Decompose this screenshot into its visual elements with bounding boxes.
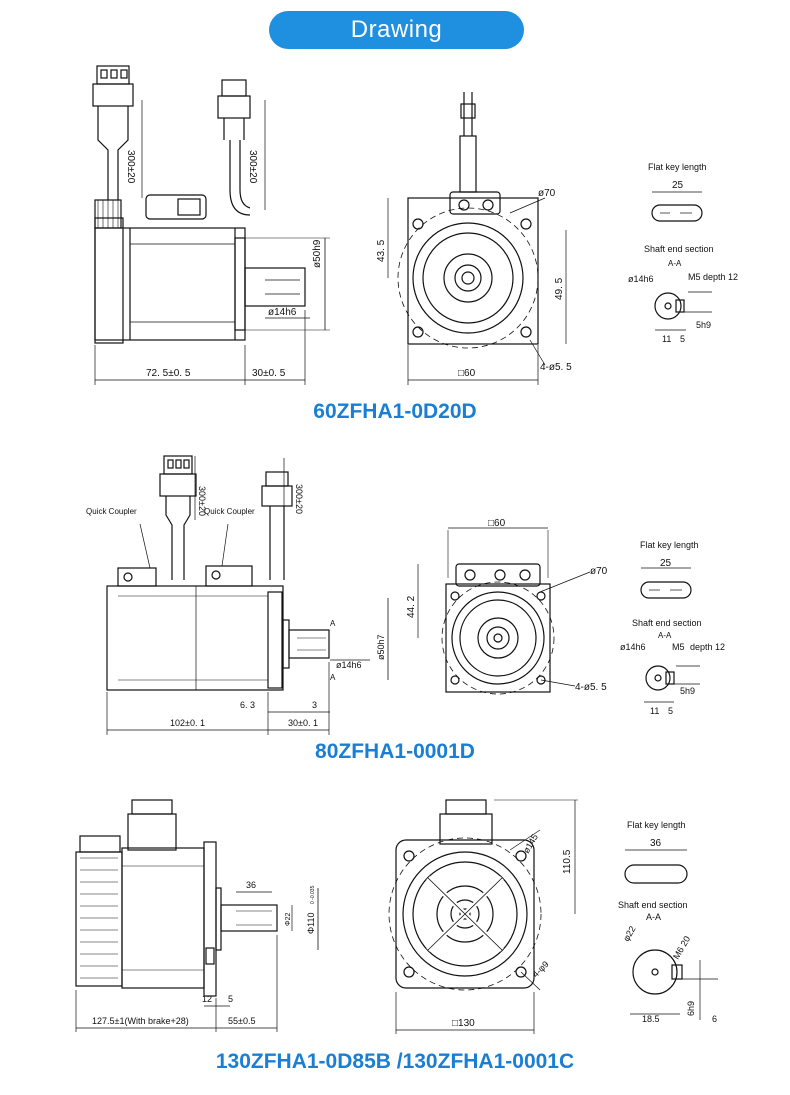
- s1-flat-key-len: 25: [672, 180, 684, 191]
- s2-shaft-length: 30±0. 1: [288, 718, 318, 728]
- s1-shaft-length: 30±0. 5: [252, 368, 286, 379]
- s1-cable-2: 300±20: [247, 150, 258, 184]
- s1-height-right: 49. 5: [554, 277, 565, 300]
- section-1-side-labels: 300±20 300±20 72. 5±0. 5 30±0. 5 ø50h9 ø…: [125, 150, 323, 379]
- s3-section: A-A: [646, 912, 661, 922]
- section-1-front-view: [387, 92, 567, 385]
- s3-key-len: 36: [246, 880, 256, 890]
- s2-shaft-dia-key: ø14h6: [620, 642, 646, 652]
- s2-key-w: 5h9: [680, 686, 695, 696]
- s2-pcd: ø70: [590, 566, 608, 577]
- s3-shaft-dia: Φ22: [285, 913, 292, 926]
- s1-shaft-title: Shaft end section: [644, 244, 714, 254]
- s3-flat-key-len: 36: [650, 838, 662, 849]
- s3-step: 5: [228, 994, 233, 1004]
- s3-square: □130: [452, 1018, 475, 1029]
- s1-height-top: 43. 5: [376, 239, 387, 262]
- s2-step: 3: [312, 700, 317, 710]
- s3-thread: M6 20: [671, 934, 692, 961]
- s2-body-length: 102±0. 1: [170, 718, 205, 728]
- s1-square: □60: [458, 368, 476, 379]
- section-1-side-view: [92, 65, 330, 385]
- s2-coupler-1: Quick Coupler: [86, 507, 137, 516]
- section-3-key-detail: [624, 849, 718, 1020]
- s1-shaft-dia-key: ø14h6: [628, 274, 654, 284]
- s2-shaft-dia: ø14h6: [336, 660, 362, 670]
- drawing-header: Drawing: [269, 11, 524, 49]
- s2-dim-a: 11: [650, 706, 659, 716]
- s3-spigot-dia: Φ110: [306, 912, 316, 934]
- s1-spigot-dia: ø50h9: [312, 239, 323, 268]
- model-label-1: 60ZFHA1-0D20D: [313, 400, 477, 423]
- section-3-key-labels: Flat key length 36 Shaft end section A-A…: [618, 820, 717, 1024]
- s2-cable-2: 300±20: [294, 484, 304, 514]
- s3-pcd: ø145: [521, 832, 540, 855]
- s3-flat-key-title: Flat key length: [627, 820, 686, 830]
- section-2-key-detail: [640, 567, 700, 703]
- s1-section: A-A: [668, 259, 682, 268]
- s2-flange: 6. 3: [240, 700, 255, 710]
- s1-cable-1: 300±20: [125, 150, 136, 184]
- s1-dim-b: 5: [680, 334, 685, 344]
- section-1-key-labels: Flat key length 25 Shaft end section A-A…: [628, 162, 738, 344]
- section-2-side-labels: 300±20 300±20 Quick Coupler Quick Couple…: [86, 484, 386, 728]
- s2-dim-b: 5: [668, 706, 673, 716]
- section-3-side-view: [75, 799, 319, 1032]
- s2-holes: 4-ø5. 5: [575, 682, 607, 693]
- s3-height: 110.5: [562, 849, 573, 874]
- s2-coupler-2: Quick Coupler: [204, 507, 255, 516]
- s3-shaft-dia-key: φ22: [621, 924, 638, 943]
- s2-thread-d: depth 12: [690, 642, 725, 652]
- s3-key-w: 6h9: [686, 1001, 696, 1016]
- s2-spigot-dia: ø50h7: [376, 634, 386, 660]
- model-label-2: 80ZFHA1-0001D: [315, 740, 475, 763]
- section-3-side-labels: 127.5±1(With brake+28) 55±0.5 12 5 36 Φ1…: [92, 880, 316, 1026]
- s1-shaft-dia: ø14h6: [268, 307, 297, 318]
- section-3-front-view: [388, 799, 578, 1034]
- s2-flat-key-len: 25: [660, 558, 672, 569]
- s3-dim-b: 6: [712, 1014, 717, 1024]
- s1-pcd: ø70: [538, 188, 556, 199]
- section-2-front-labels: □60 ø70 44. 2 4-ø5. 5: [406, 518, 608, 693]
- s3-spigot-tol: 0 -0.035: [310, 885, 316, 904]
- s3-shaft-title: Shaft end section: [618, 900, 688, 910]
- section-2-key-labels: Flat key length 25 Shaft end section A-A…: [620, 540, 725, 716]
- section-1-front-labels: ø70 43. 5 49. 5 □60 4-ø5. 5: [376, 188, 572, 379]
- model-label-3: 130ZFHA1-0D85B /130ZFHA1-0001C: [215, 1050, 575, 1073]
- s2-sec-a-top: A: [330, 619, 336, 628]
- s3-dim-a: 18.5: [642, 1014, 660, 1024]
- s2-cable-1: 300±20: [197, 486, 207, 516]
- s1-holes: 4-ø5. 5: [540, 362, 572, 373]
- s2-shaft-title: Shaft end section: [632, 618, 702, 628]
- s1-flat-key-title: Flat key length: [648, 162, 707, 172]
- s1-thread: M5 depth 12: [688, 272, 738, 282]
- s2-flat-key-title: Flat key length: [640, 540, 699, 550]
- s3-shaft-length: 55±0.5: [228, 1016, 255, 1026]
- s2-thread-m: M5: [672, 642, 685, 652]
- s1-dim-a: 11: [662, 334, 671, 344]
- s1-body-length: 72. 5±0. 5: [146, 368, 191, 379]
- s2-sec-a-bot: A: [330, 673, 336, 682]
- s3-body-length: 127.5±1(With brake+28): [92, 1016, 189, 1026]
- s2-section: A-A: [658, 631, 672, 640]
- s2-square: □60: [488, 518, 506, 529]
- section-1-key-detail: [651, 191, 712, 331]
- section-2-front-view: [417, 527, 591, 695]
- s2-height: 44. 2: [406, 595, 417, 618]
- s1-key-w: 5h9: [696, 320, 711, 330]
- s3-flange: 12: [202, 994, 212, 1004]
- section-2-side-view: [106, 455, 389, 735]
